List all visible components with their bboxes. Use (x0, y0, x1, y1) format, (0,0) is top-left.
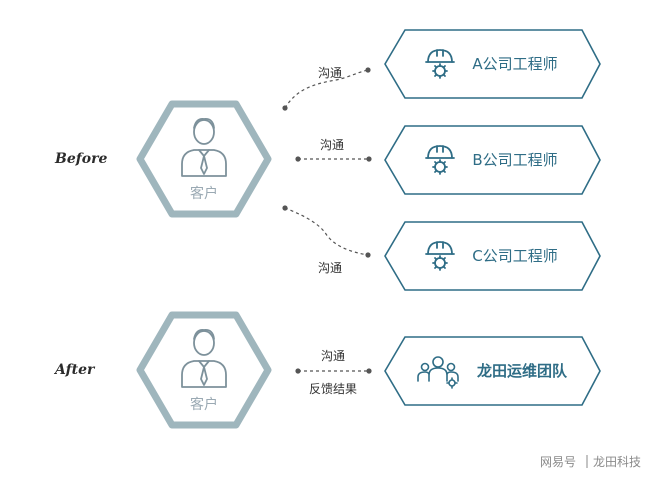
connector-to-a (282, 67, 371, 111)
team-people-icon (417, 356, 459, 389)
provider-box-b: B公司工程师 (384, 125, 601, 195)
provider-label-c: C公司工程师 (472, 247, 557, 265)
edge-label-to-c: 沟通 (318, 261, 342, 275)
edge-label-after-bottom: 反馈结果 (309, 382, 357, 396)
edge-label-after-top: 沟通 (321, 349, 345, 363)
connector-to-c (282, 205, 371, 258)
watermark-source: 网易号 (540, 455, 576, 469)
watermark-brand: 龙田科技 (593, 455, 641, 469)
provider-label-team: 龙田运维团队 (476, 362, 568, 380)
edge-label-to-a: 沟通 (318, 66, 342, 80)
hardhat-gear-icon (425, 241, 455, 271)
hardhat-gear-icon (425, 145, 455, 175)
client-hexagon-after: 客户 (136, 311, 272, 429)
client-label-before: 客户 (190, 185, 218, 202)
connector-to-team (295, 368, 372, 374)
hardhat-gear-icon (425, 49, 455, 79)
person-with-tie-icon (181, 118, 227, 177)
provider-box-a: A公司工程师 (384, 29, 601, 99)
client-hexagon-before: 客户 (136, 100, 272, 218)
connector-to-b (295, 156, 372, 162)
client-label-after: 客户 (190, 396, 218, 413)
person-with-tie-icon (181, 329, 227, 388)
provider-box-team: 龙田运维团队 (384, 336, 601, 406)
phase-before-label: Before (54, 151, 107, 167)
provider-box-c: C公司工程师 (384, 221, 601, 291)
provider-label-b: B公司工程师 (472, 151, 557, 169)
edge-label-to-b: 沟通 (320, 138, 344, 152)
watermark: 网易号 龙田科技 (540, 455, 641, 469)
phase-after-label: After (53, 362, 96, 378)
provider-label-a: A公司工程师 (472, 55, 557, 73)
